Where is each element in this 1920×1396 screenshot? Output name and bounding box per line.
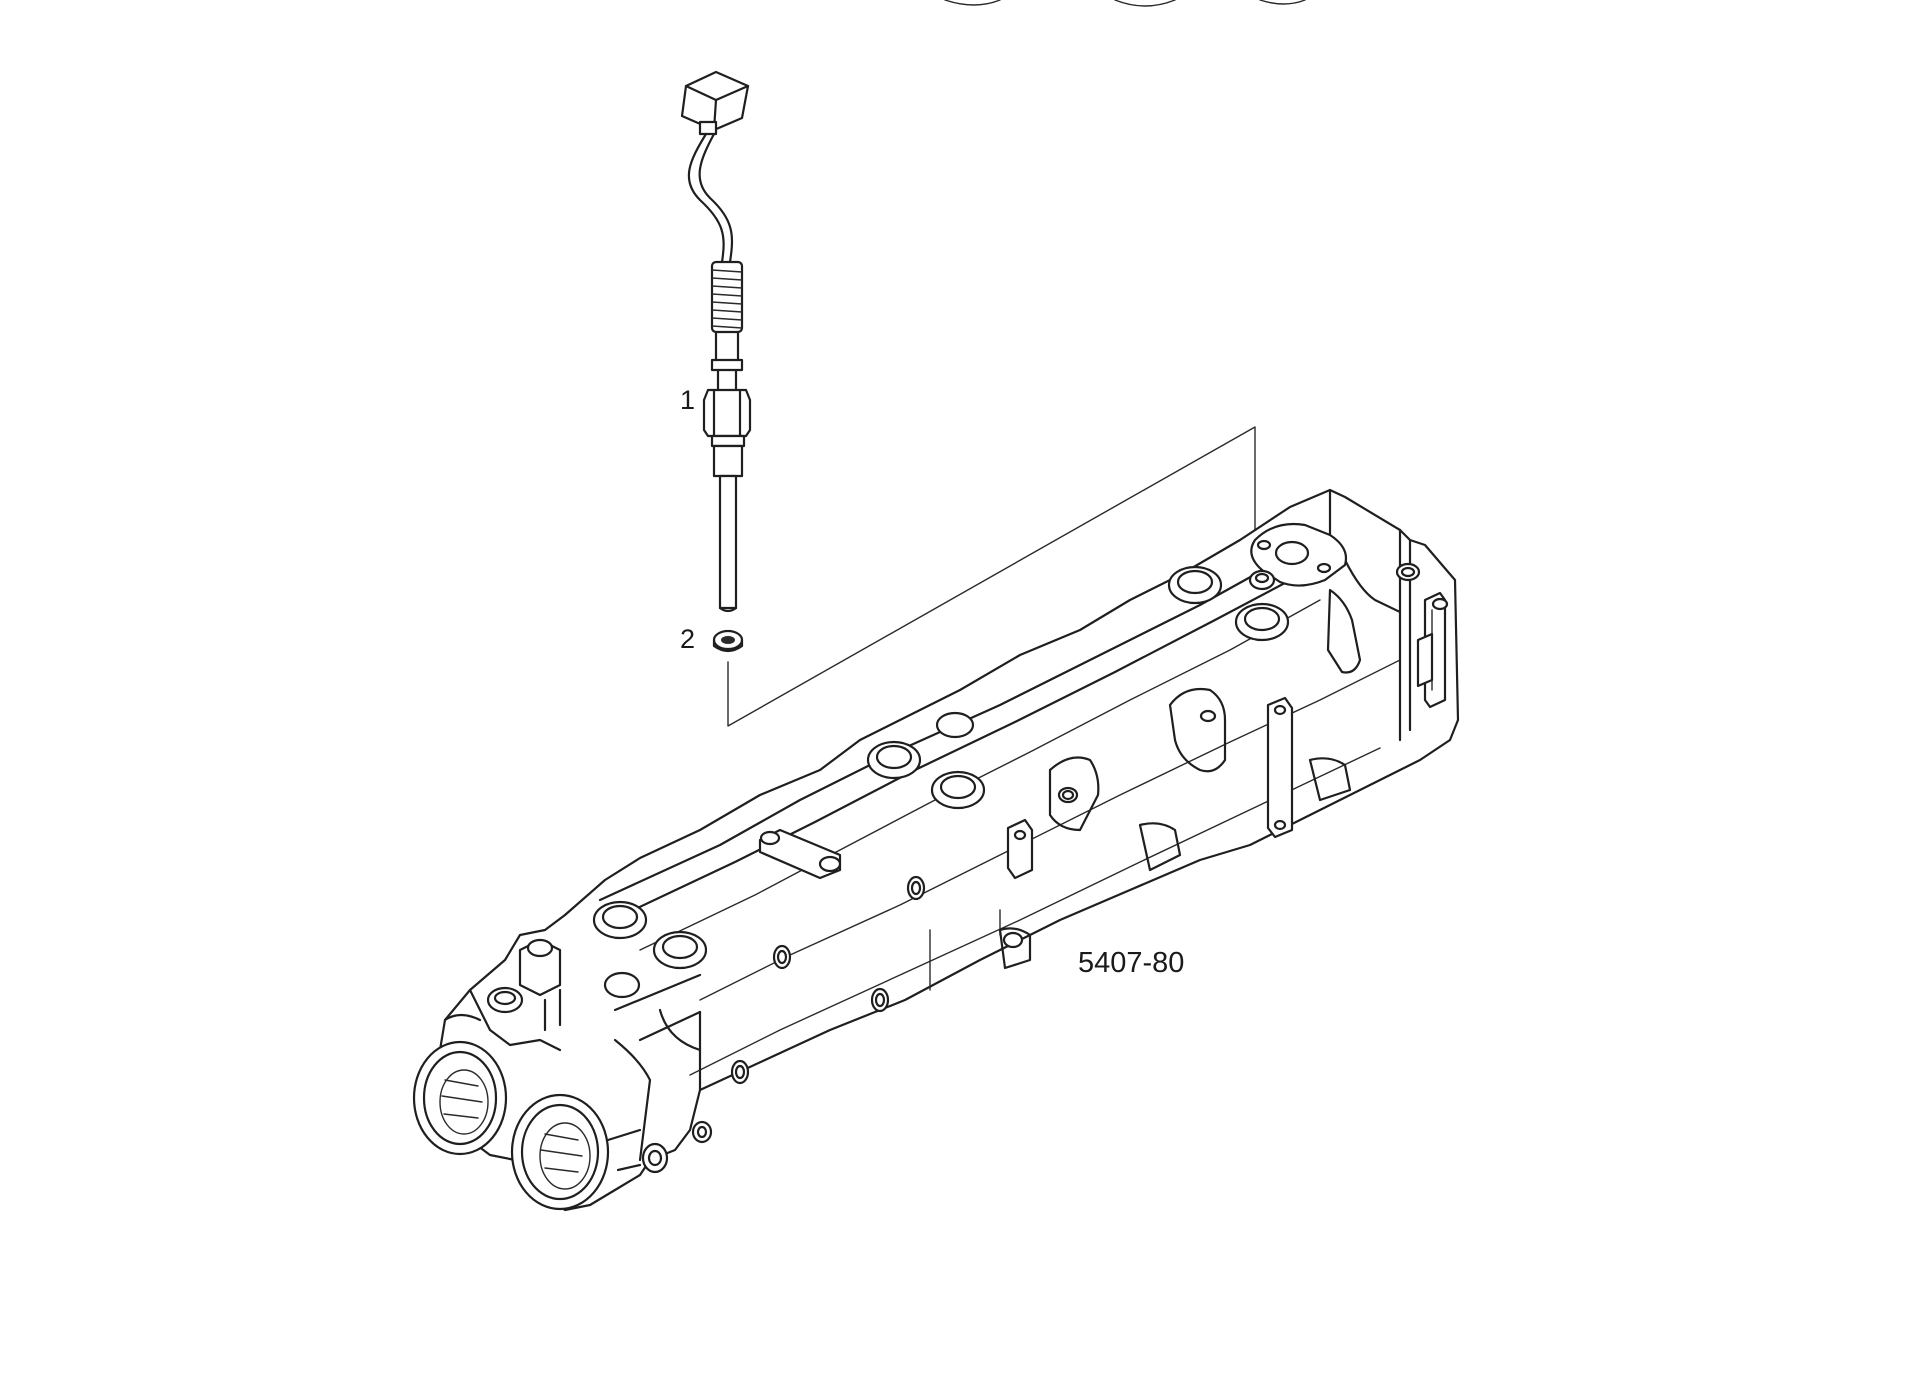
sensor-connector-plug [680, 70, 750, 136]
figure-code-label: 5407-80 [1078, 947, 1184, 979]
sensor-hex-body [702, 368, 752, 478]
sensor-spring-sleeve [710, 260, 744, 372]
callout-label-1: 1 [680, 385, 695, 415]
cropped-top-edge-arcs [944, 0, 1306, 7]
inlet-pipe-right [510, 1093, 610, 1211]
callout-label-2: 2 [680, 624, 695, 654]
sensor-probe [718, 474, 738, 613]
mounting-lugs [1006, 696, 1294, 880]
assembly-leader-line [727, 426, 1256, 727]
port-bosses [486, 565, 1290, 1014]
manifold-housing [412, 488, 1460, 1212]
seal-washer-part [712, 629, 744, 653]
inlet-pipe-left [412, 1040, 508, 1156]
sensor-cable [687, 132, 725, 264]
sensor-part [680, 70, 752, 613]
side-bolt-holes [730, 875, 926, 1085]
manifold-outline [438, 488, 1460, 1212]
